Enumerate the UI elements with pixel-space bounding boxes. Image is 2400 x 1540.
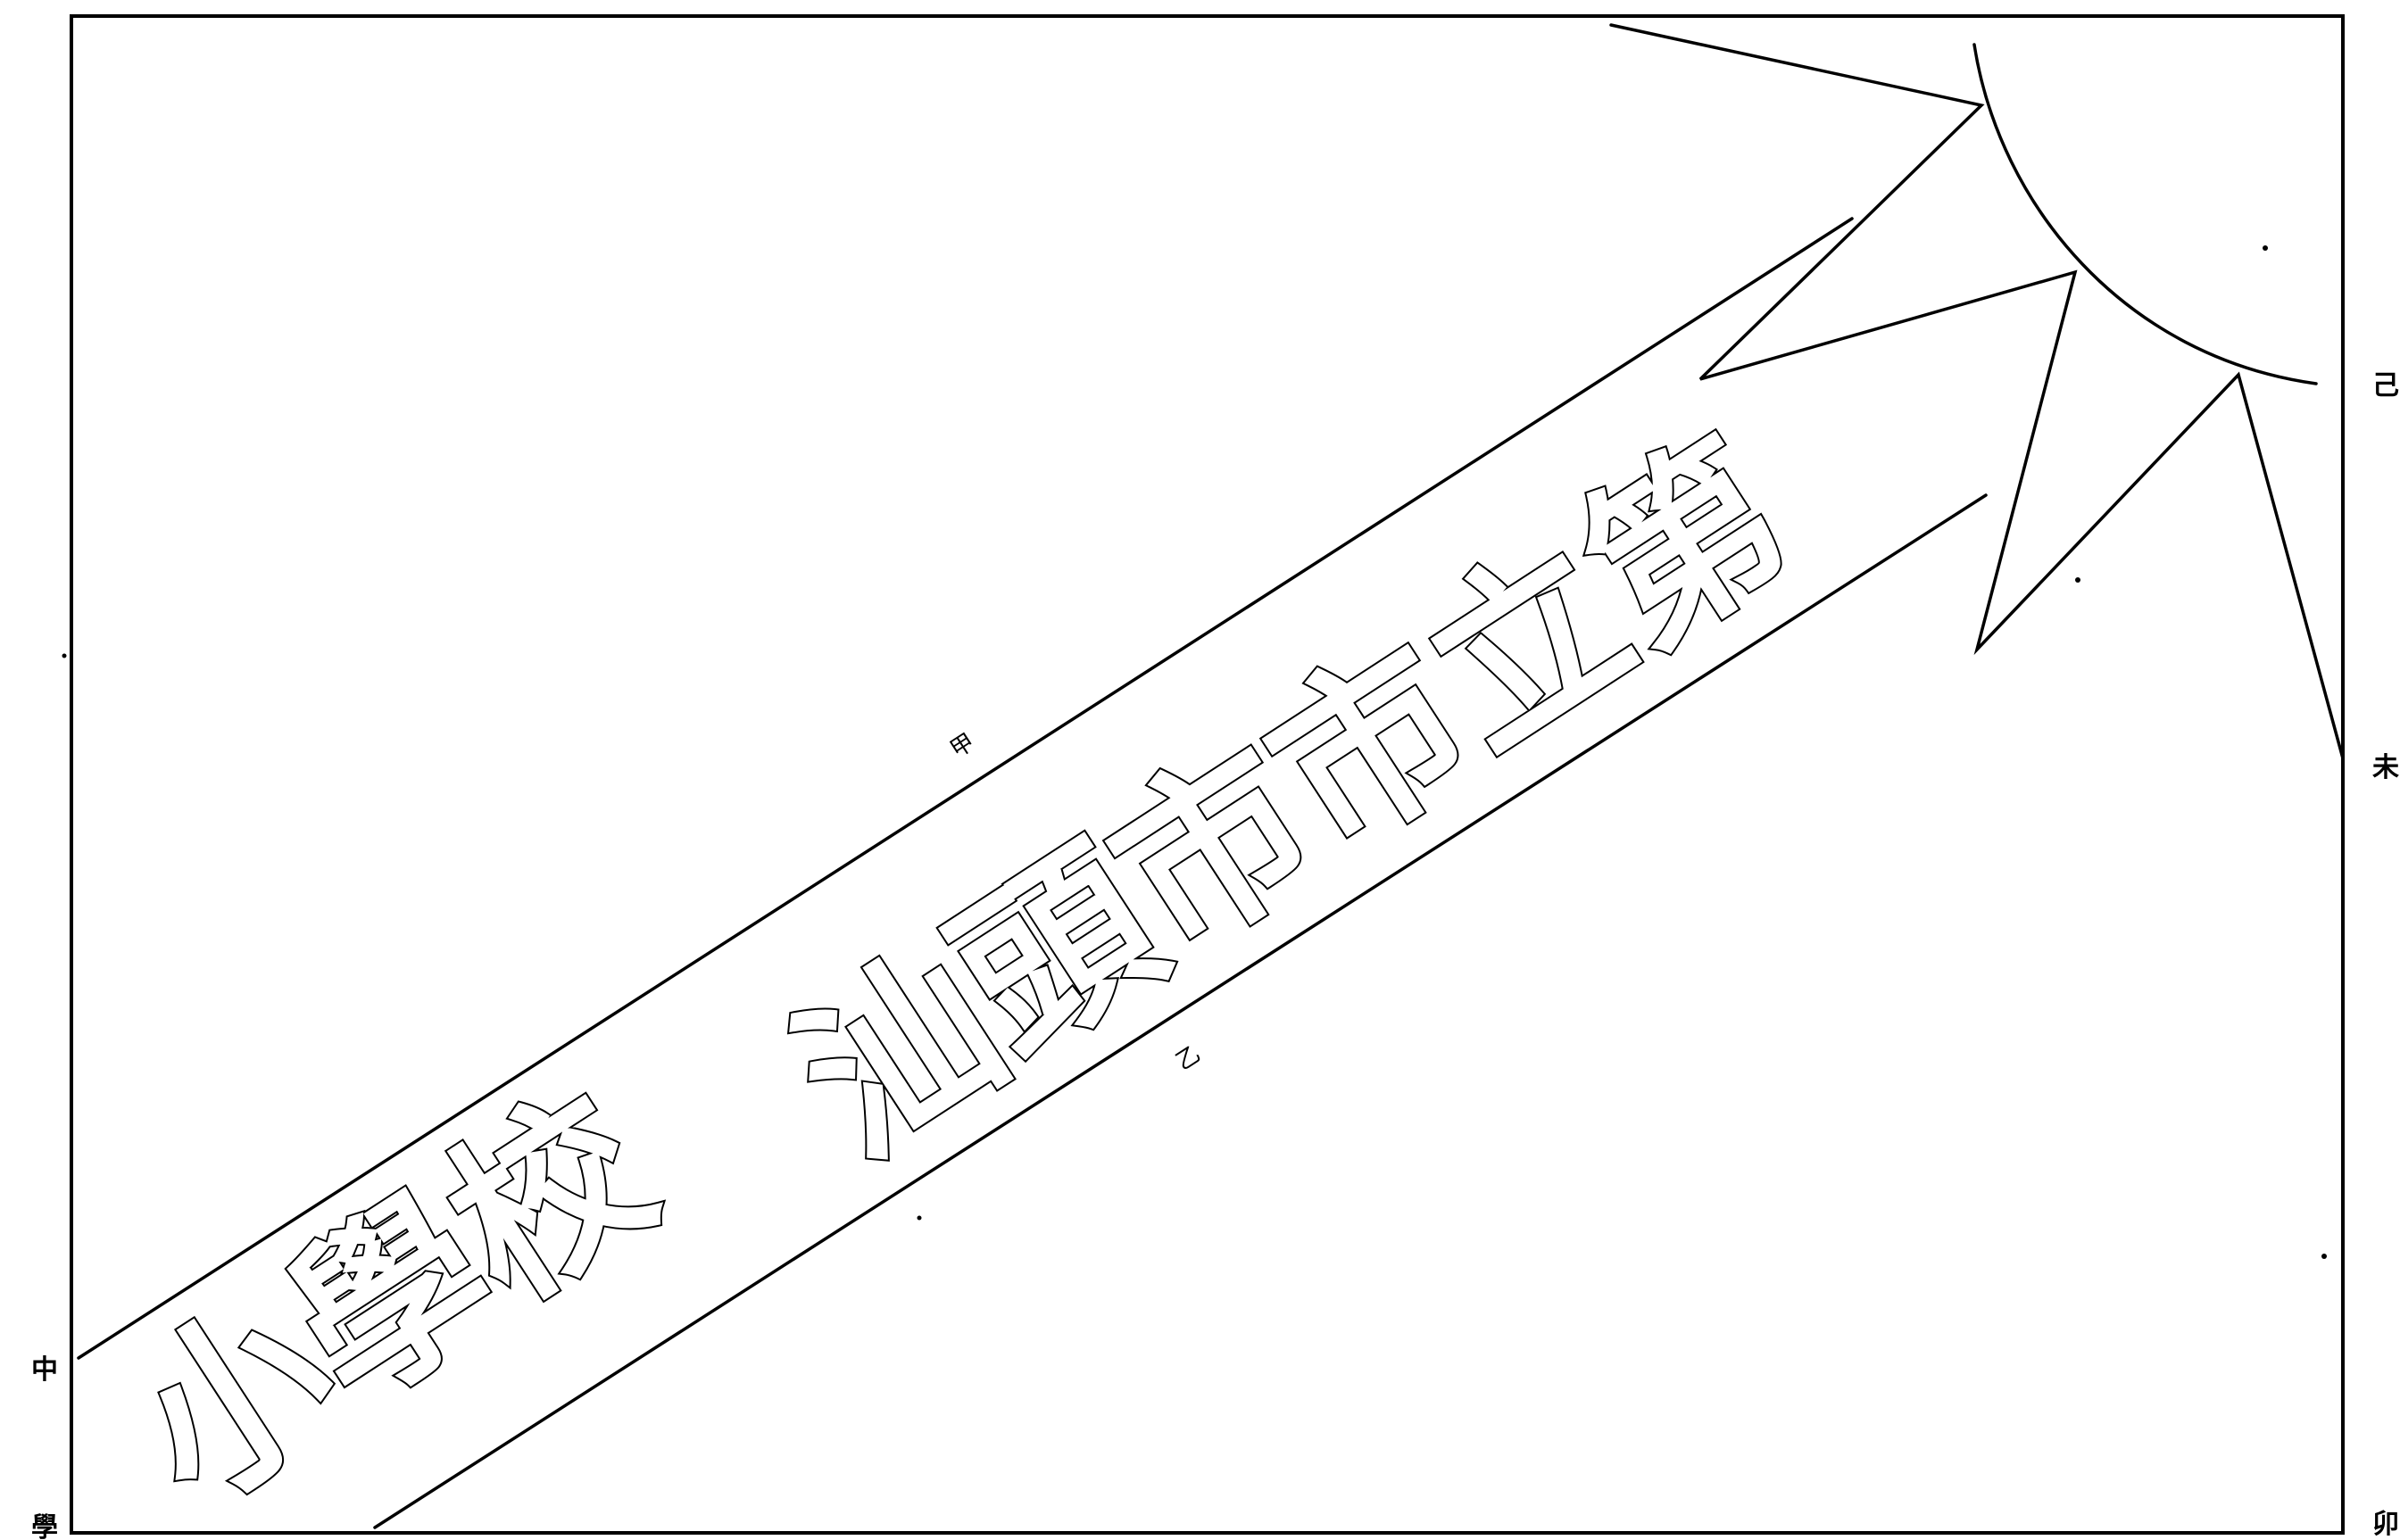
label-upper: 甲 — [945, 729, 979, 764]
margin-right-middle: 未 — [2372, 752, 2399, 783]
sun-ray-1 — [1609, 23, 2345, 760]
speck — [62, 653, 67, 658]
margin-left-bottom: 學 — [31, 1512, 58, 1540]
speck — [2263, 245, 2268, 251]
label-lower: 乙 — [1171, 1041, 1205, 1076]
banner-main-text-group: 汕頭市市立第 — [760, 400, 1826, 1199]
margin-right-bottom: 卯 — [2372, 1509, 2399, 1540]
banner-edge-lower — [373, 493, 1988, 1529]
banner-tail-text-group: 小學校 — [96, 1054, 690, 1540]
speck — [2321, 1254, 2327, 1259]
margin-left-middle: 中 — [31, 1354, 58, 1386]
sun-arc — [1972, 43, 2318, 385]
banner-edge-upper — [77, 217, 1854, 1360]
banner-main-text: 汕頭市市立第 — [762, 402, 1824, 1197]
speck — [917, 1215, 922, 1221]
frame-border — [70, 14, 2345, 1535]
margin-right-top: 己 — [2372, 370, 2399, 402]
banner-tail-text: 小學校 — [97, 1056, 688, 1540]
speck — [2075, 577, 2080, 583]
